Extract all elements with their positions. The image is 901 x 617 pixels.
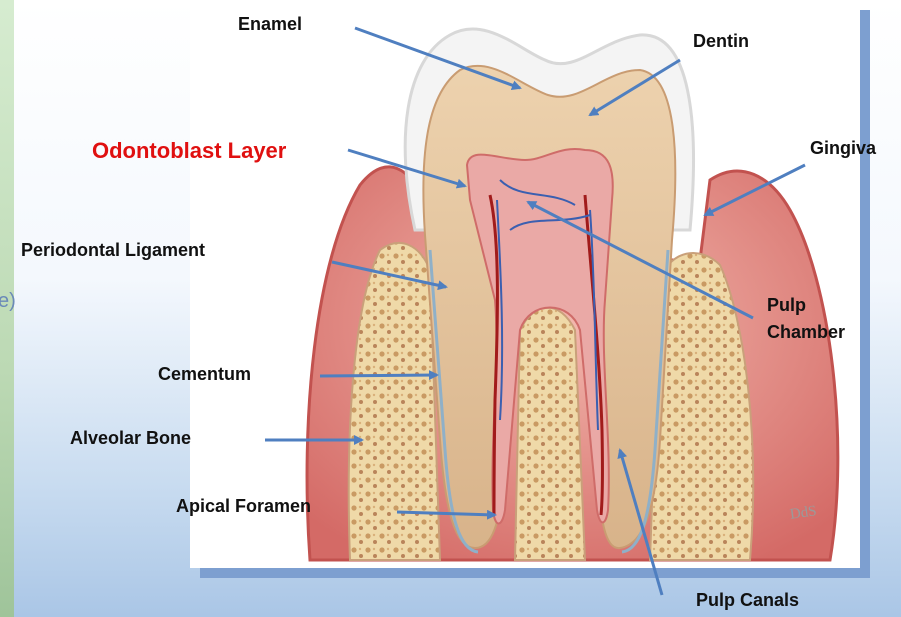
pulp-canals-label: Pulp Canals: [696, 590, 799, 611]
pulp-chamber-label-line1: Pulp: [767, 295, 806, 316]
partial-text: e): [0, 290, 16, 313]
dentin-label: Dentin: [693, 31, 749, 52]
pulp-chamber-label-line2: Chamber: [767, 322, 845, 343]
inter-root-bone: [515, 308, 585, 561]
periodontal-ligament-label: Periodontal Ligament: [21, 240, 205, 261]
apical-foramen-label: Apical Foramen: [176, 496, 311, 517]
alveolar-bone-label: Alveolar Bone: [70, 428, 191, 449]
gingiva-label: Gingiva: [810, 138, 876, 159]
enamel-label: Enamel: [238, 14, 302, 35]
odontoblast-layer-label: Odontoblast Layer: [92, 138, 286, 164]
cementum-label: Cementum: [158, 364, 251, 385]
